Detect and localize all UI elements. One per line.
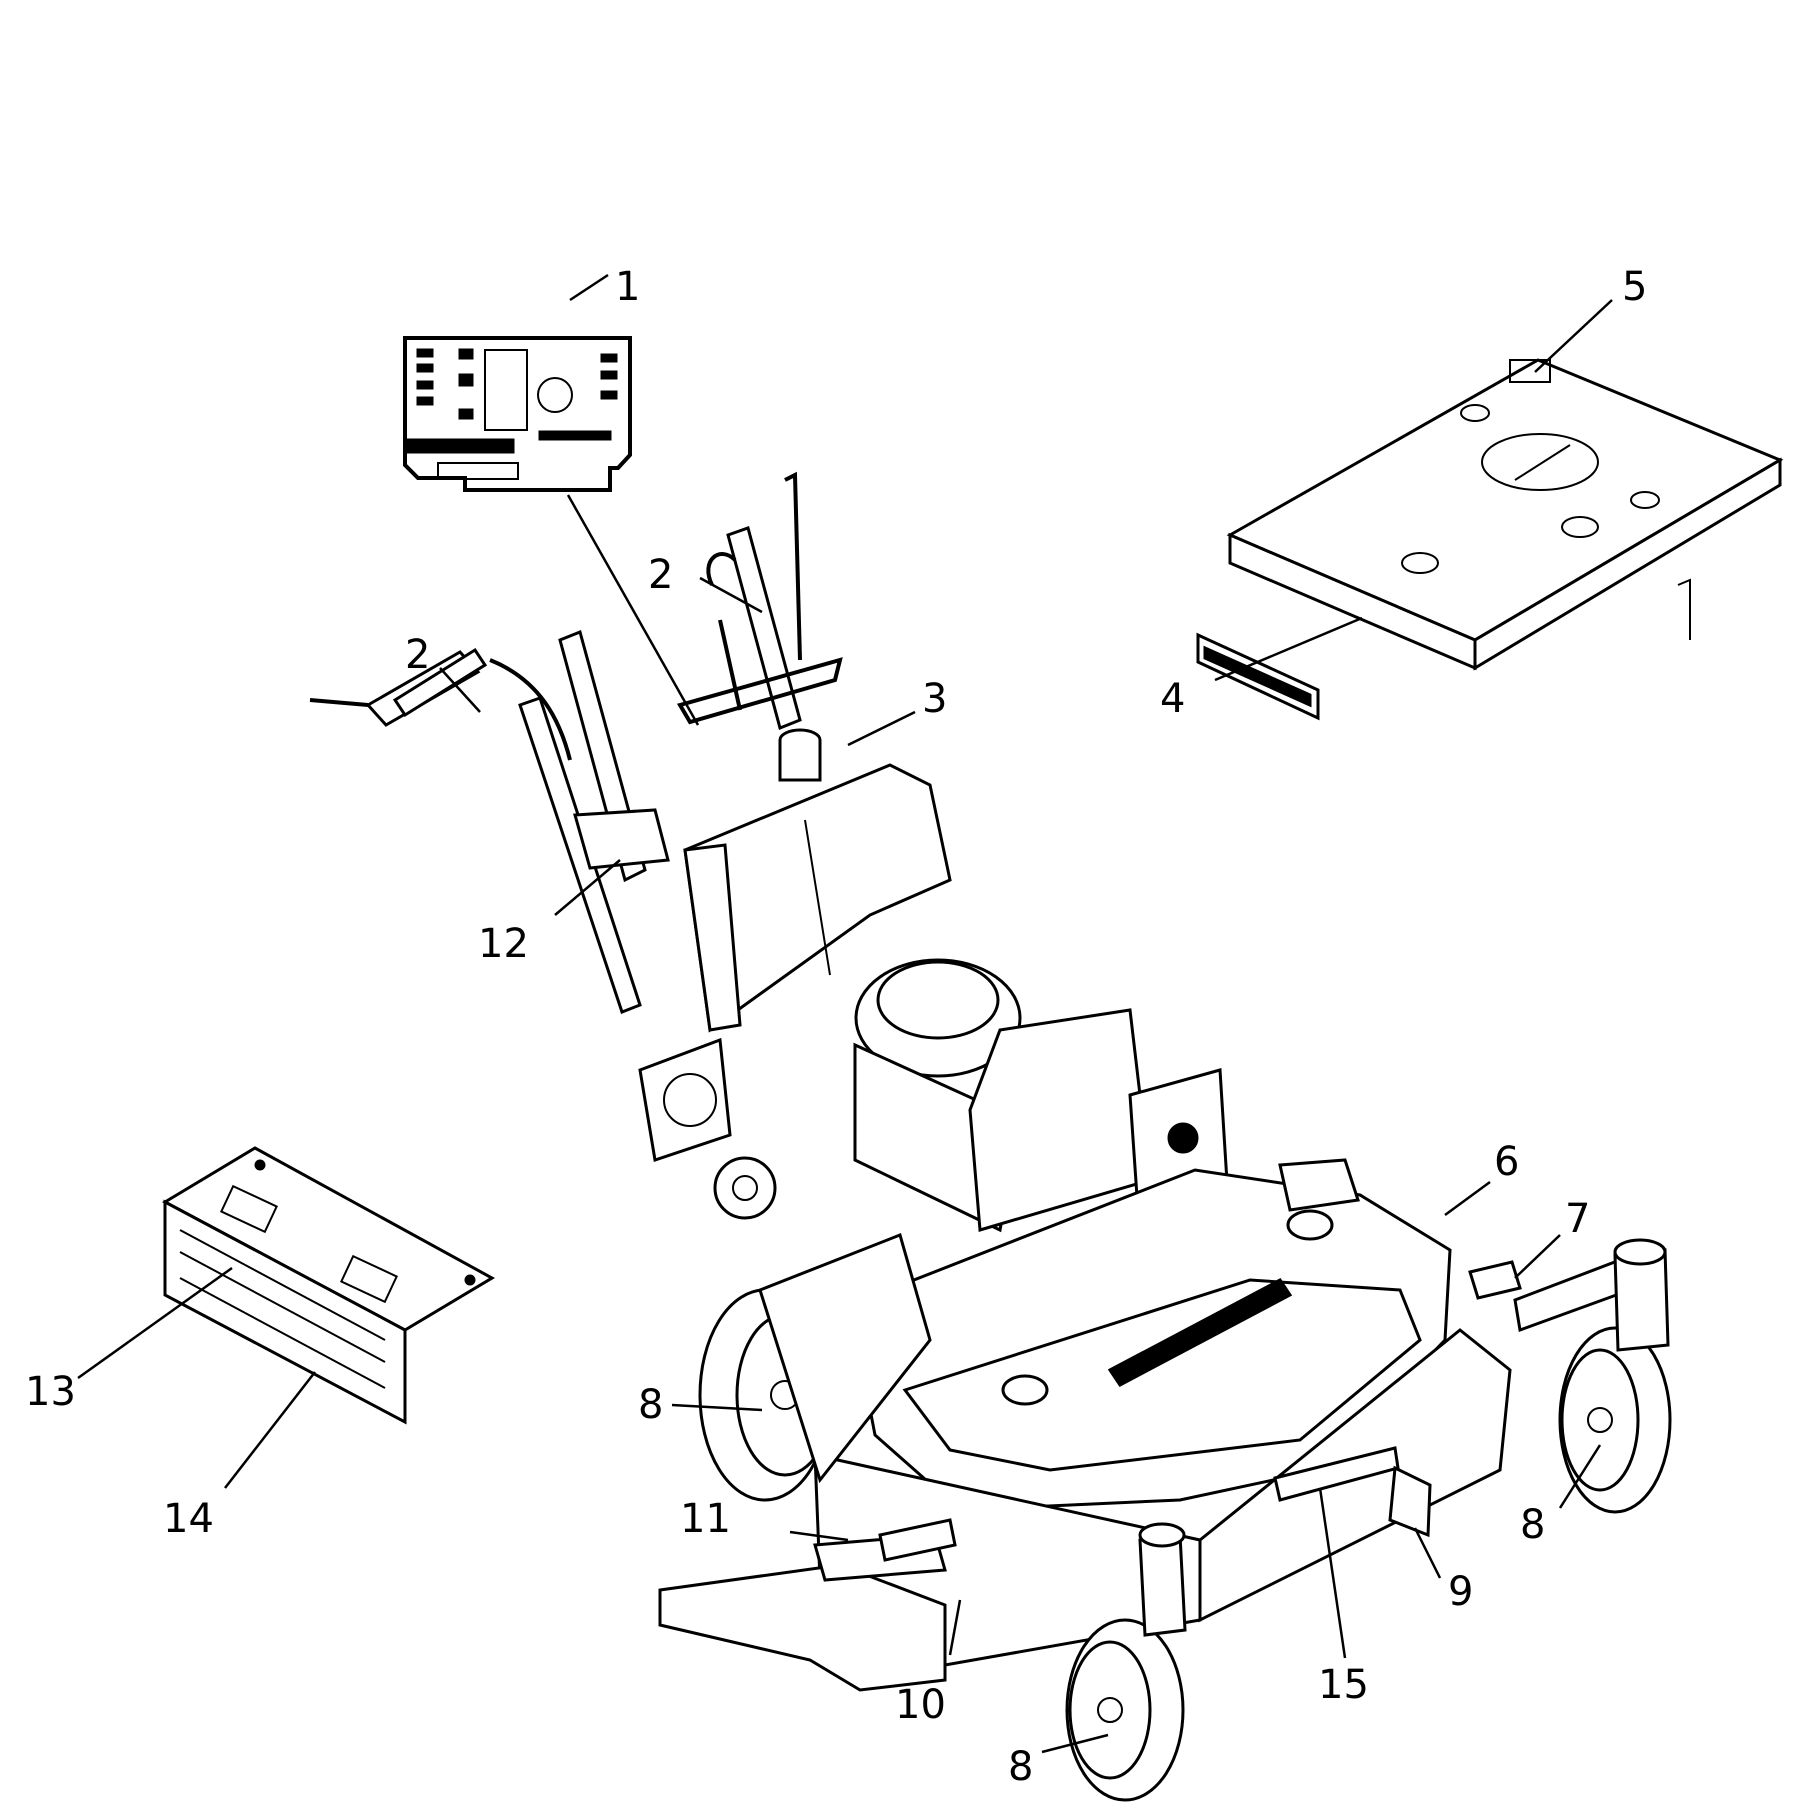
callout-7: 7 — [1565, 1196, 1590, 1242]
leader-4 — [1214, 616, 1363, 682]
callout-12: 12 — [478, 921, 529, 967]
leader-7 — [1514, 1234, 1561, 1279]
callout-8-right: 8 — [1520, 1502, 1545, 1548]
leader-11 — [789, 1530, 849, 1542]
leader-1-lower — [566, 494, 700, 726]
callout-6: 6 — [1494, 1139, 1519, 1185]
leader-9 — [1413, 1527, 1442, 1579]
callout-14: 14 — [163, 1496, 214, 1542]
leader-6 — [1444, 1180, 1491, 1217]
leader-3 — [847, 710, 916, 747]
callout-4: 4 — [1160, 676, 1185, 722]
callout-8-left: 8 — [638, 1382, 663, 1428]
leader-12 — [554, 859, 621, 916]
leader-8-right — [1558, 1444, 1602, 1509]
leader-2-right — [699, 576, 763, 614]
control-panel-decal — [403, 336, 632, 492]
brand-decal-small — [1196, 632, 1320, 721]
callout-2-right: 2 — [648, 552, 673, 598]
control-panel-icons — [416, 348, 618, 420]
callout-5: 5 — [1622, 264, 1647, 310]
callout-9: 9 — [1448, 1569, 1473, 1615]
callout-15: 15 — [1318, 1662, 1369, 1708]
belt-guard — [161, 1146, 496, 1425]
leader-13 — [77, 1266, 233, 1380]
leader-5 — [1534, 299, 1613, 373]
callout-8-front: 8 — [1008, 1744, 1033, 1790]
callout-1: 1 — [615, 264, 640, 310]
engine-mount-plate — [1226, 358, 1784, 671]
leader-1-upper — [569, 273, 609, 302]
drive-wheel — [698, 1233, 932, 1502]
leader-8-left — [671, 1403, 763, 1412]
callout-3: 3 — [922, 676, 947, 722]
callout-2-left: 2 — [405, 632, 430, 678]
caster-wheel-front — [1065, 1522, 1187, 1802]
leader-8-front — [1041, 1733, 1109, 1754]
leader-2-left — [439, 667, 481, 713]
callout-10: 10 — [895, 1682, 946, 1728]
callout-11: 11 — [680, 1496, 731, 1542]
handle-assembly — [309, 471, 843, 1014]
leader-14 — [224, 1371, 316, 1489]
fuel-tank — [683, 728, 952, 1033]
leader-10 — [948, 1599, 962, 1656]
leader-15 — [1318, 1487, 1347, 1659]
callout-13: 13 — [25, 1369, 76, 1415]
mower-deck — [658, 1158, 1632, 1692]
